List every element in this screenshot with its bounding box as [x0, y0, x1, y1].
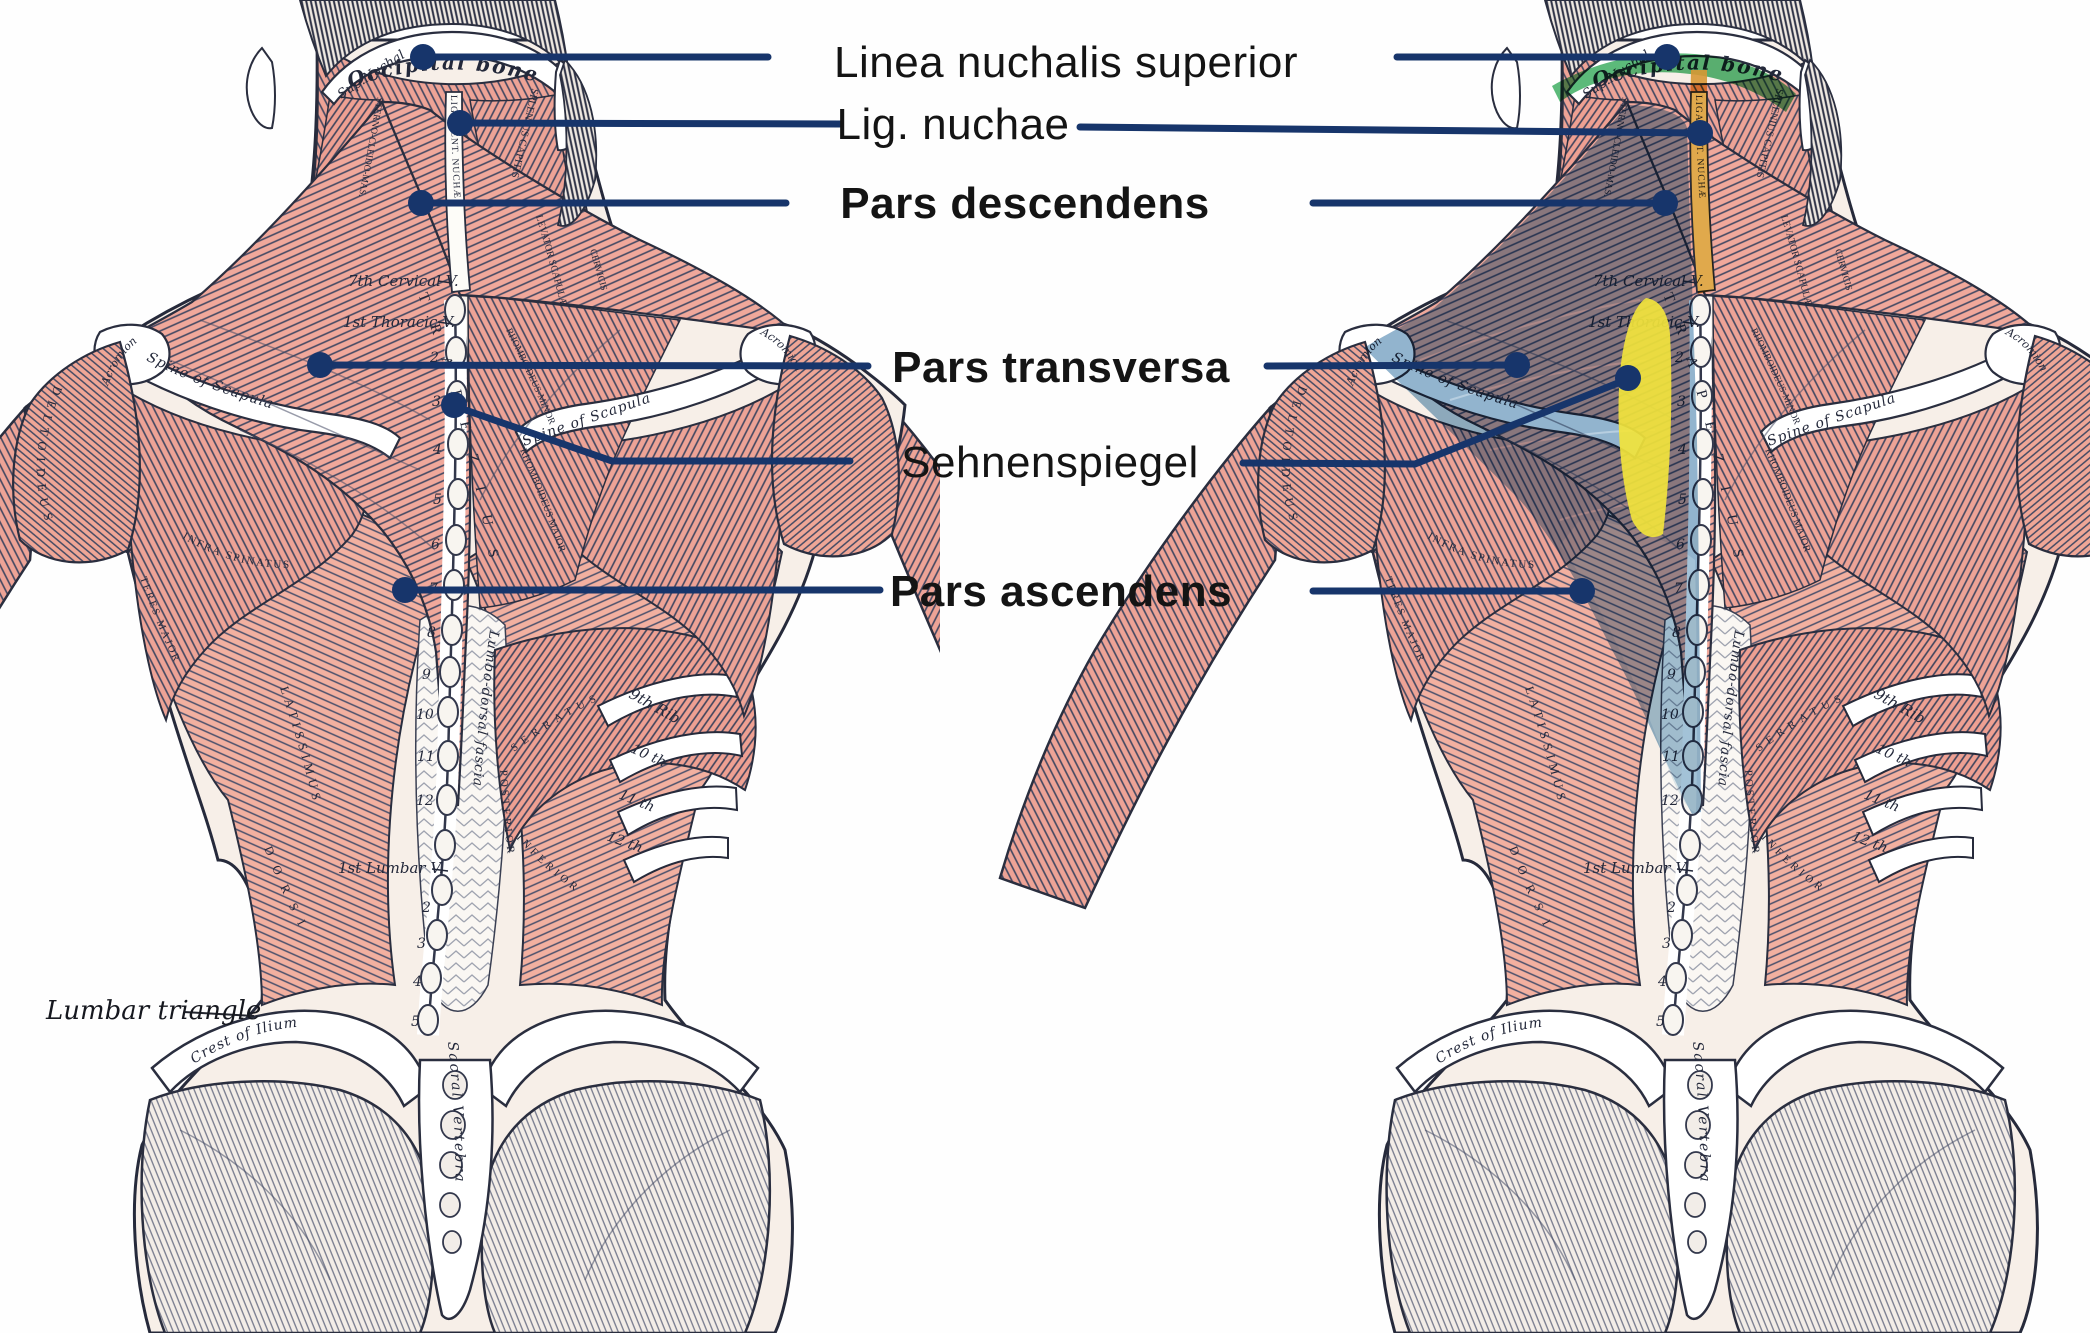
figure-right-highlighted: [1000, 0, 2090, 1333]
leader-lig-left: [456, 119, 844, 128]
lumbar-triangle-leader: [183, 1011, 255, 1017]
label-sehnenspiegel: Sehnenspiegel: [901, 438, 1199, 487]
leader-transversa-left: [316, 361, 872, 370]
label-linea-nuchalis-superior: Linea nuchalis superior: [833, 38, 1299, 87]
label-lig-nuchae: Lig. nuchae: [836, 100, 1070, 149]
leader-sehnenspiegel-right: [1239, 375, 1632, 468]
overlay-sehnenspiegel-yellow: [1618, 298, 1672, 538]
leader-dots: [307, 44, 1713, 604]
leader-lines: [316, 53, 1704, 595]
leader-transversa-right: [1263, 361, 1521, 370]
label-pars-descendens: Pars descendens: [840, 179, 1210, 228]
label-lumbar-triangle: Lumbar triangle: [46, 996, 262, 1026]
overlay-linea-green: [1552, 53, 1796, 112]
leader-lig-right: [1076, 123, 1704, 137]
leader-sehnenspiegel-left: [450, 402, 854, 465]
label-pars-transversa: Pars transversa: [892, 343, 1230, 392]
label-pars-ascendens: Pars ascendens: [889, 567, 1233, 616]
